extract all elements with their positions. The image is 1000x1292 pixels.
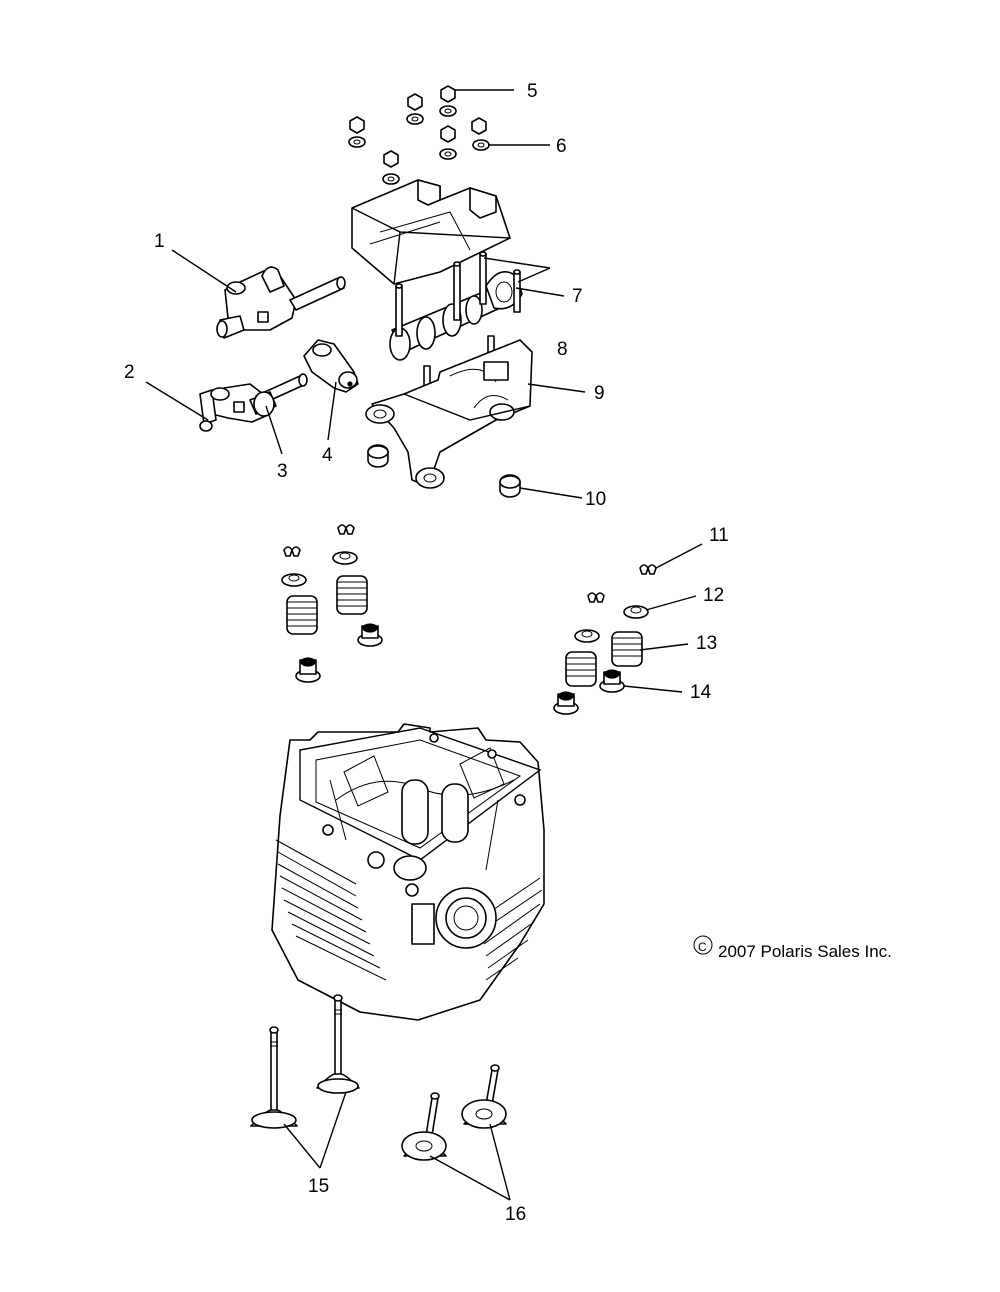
- callout-9: 9: [594, 383, 605, 404]
- valve-stem-seal-icon: [295, 623, 383, 683]
- spring-retainer-icon: [281, 551, 358, 587]
- callout-2: 2: [124, 362, 135, 383]
- callout-10: 10: [585, 489, 606, 510]
- valve-pair-15: [250, 994, 360, 1129]
- callout-4: 4: [322, 445, 333, 466]
- callout-3: 3: [277, 461, 288, 482]
- left-valve-train-group: [281, 524, 383, 683]
- lower-camshaft-carrier: [365, 339, 533, 489]
- spring-retainer-icon: [574, 605, 649, 643]
- valve-stem-seal-icon: [553, 669, 625, 715]
- callout-6: 6: [556, 136, 567, 157]
- valve-spring-icon: [565, 631, 643, 687]
- callout-11: 11: [709, 525, 729, 546]
- copyright-notice: C 2007 Polaris Sales Inc.: [693, 935, 892, 961]
- callout-14: 14: [690, 682, 712, 703]
- callout-15: 15: [308, 1176, 329, 1197]
- nut-and-washer-set: [348, 85, 490, 185]
- callout-13: 13: [696, 633, 717, 654]
- callout-12: 12: [703, 585, 724, 606]
- callout-1: 1: [154, 231, 165, 252]
- right-valve-train-group: [553, 564, 657, 715]
- callout-labels: 1 2 3 4 5 6 7 8 9 10 11 12 13 14 15 16: [124, 81, 729, 1225]
- callout-7: 7: [572, 286, 583, 307]
- callout-8: 8: [557, 339, 568, 360]
- leader-lines: [145, 89, 703, 1201]
- rocker-arm-1: [216, 266, 346, 339]
- upper-camshaft-cap: [351, 179, 511, 285]
- callout-5: 5: [527, 81, 538, 102]
- cylinder-head: [271, 723, 545, 1021]
- valve-keeper-icon: [283, 524, 355, 557]
- callout-16: 16: [505, 1204, 526, 1225]
- dowel-pin-icon: [367, 444, 521, 498]
- valve-spring-icon: [286, 575, 368, 635]
- rocker-shaft: [249, 373, 308, 417]
- copyright-text: 2007 Polaris Sales Inc.: [718, 942, 892, 961]
- nut-icon: [349, 85, 487, 168]
- copyright-symbol: C: [698, 940, 707, 954]
- valve-pair-16: [401, 1064, 507, 1161]
- washer-icon: [348, 105, 490, 185]
- rocker-arm-4: [303, 339, 359, 393]
- valve-keeper-icon: [587, 564, 657, 603]
